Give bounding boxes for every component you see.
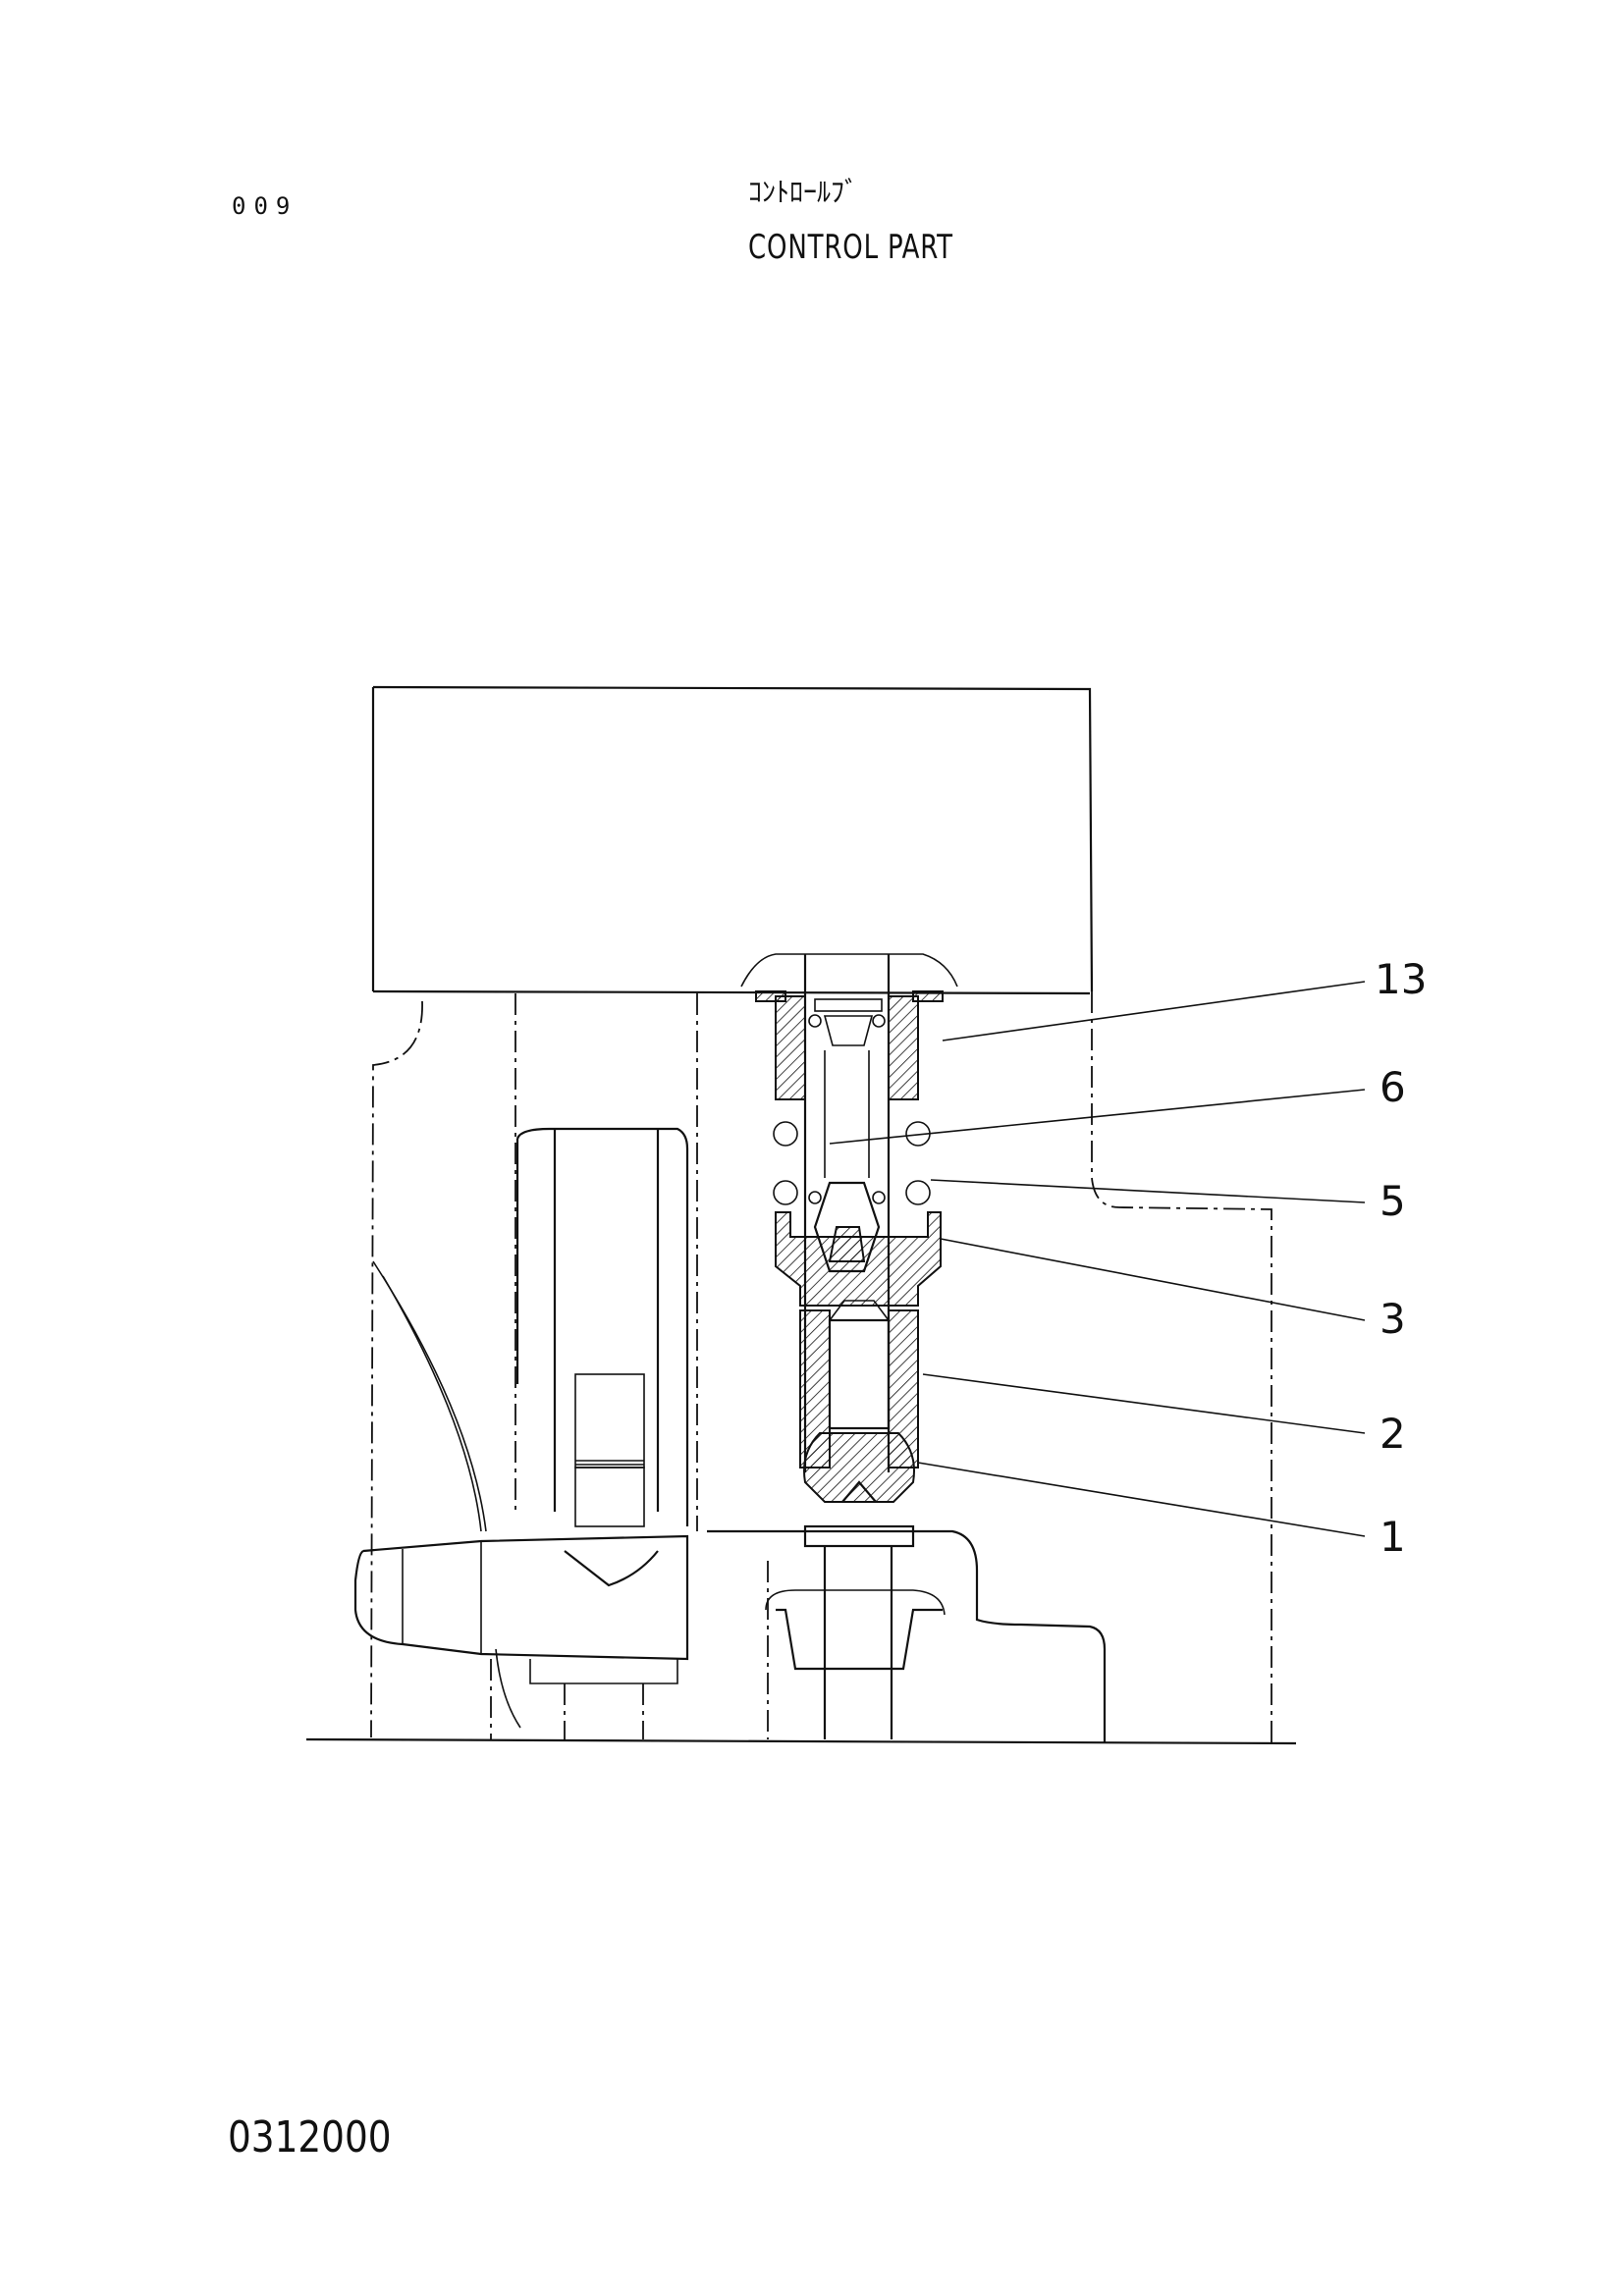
callout-13: 13 — [1375, 955, 1427, 1003]
callout-3: 3 — [1380, 1295, 1406, 1343]
title-english: CONTROL PART — [748, 228, 953, 267]
control-valve-assembly — [740, 953, 958, 1503]
callout-5: 5 — [1380, 1177, 1406, 1225]
leader-lines — [829, 981, 1366, 1537]
title-japanese: ｺﾝﾄﾛｰﾙﾌﾞ — [748, 176, 859, 208]
page-number: 009 — [232, 192, 298, 220]
callout-6: 6 — [1380, 1063, 1406, 1111]
callout-1: 1 — [1380, 1513, 1406, 1561]
callout-2: 2 — [1380, 1410, 1406, 1458]
document-code: 0312000 — [228, 2112, 392, 2163]
pump-body — [305, 991, 1297, 1745]
housing-top-block — [371, 685, 1094, 995]
lower-casing — [707, 1524, 1107, 1742]
